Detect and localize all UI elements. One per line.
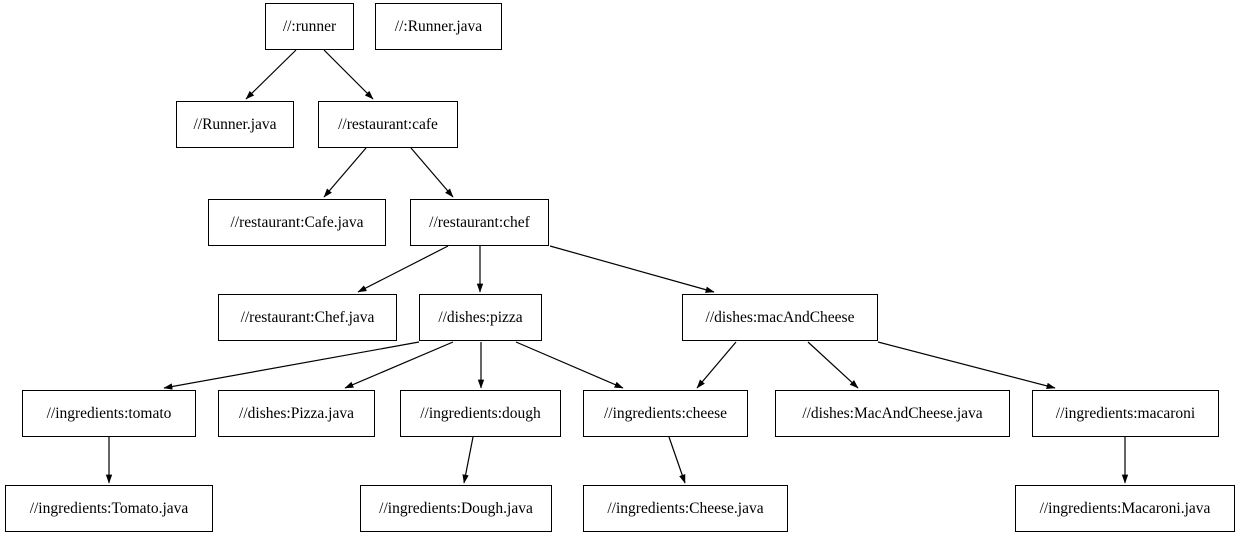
graph-node-mac_java[interactable]: //dishes:MacAndCheese.java (775, 390, 1010, 437)
graph-node-label: //Runner.java (193, 115, 277, 133)
graph-node-label: //restaurant:Cafe.java (230, 213, 364, 231)
graph-node-label: //:Runner.java (394, 17, 483, 35)
graph-node-label: //dishes:MacAndCheese.java (802, 404, 983, 422)
graph-edge (549, 245, 715, 293)
graph-node-label: //ingredients:Macaroni.java (1039, 499, 1211, 517)
graph-edge (877, 341, 1056, 389)
graph-node-cafe_java[interactable]: //restaurant:Cafe.java (208, 199, 386, 246)
graph-node-label: //ingredients:tomato (46, 404, 172, 422)
graph-node-dishes_pizza[interactable]: //dishes:pizza (419, 294, 542, 341)
graph-edge (807, 341, 859, 389)
graph-node-label: //dishes:macAndCheese (705, 308, 855, 326)
graph-node-restaurant_chef[interactable]: //restaurant:chef (410, 199, 549, 246)
graph-edges (105, 49, 1129, 484)
graph-node-label: //ingredients:macaroni (1055, 404, 1196, 422)
graph-node-dishes_mac[interactable]: //dishes:macAndCheese (682, 294, 878, 341)
graph-edge (344, 341, 454, 389)
graph-edge (245, 49, 297, 100)
graph-node-runner[interactable]: //:runner (265, 3, 354, 50)
graph-edge (323, 49, 374, 100)
graph-node-label: //ingredients:dough (420, 404, 541, 422)
graph-node-runner_java[interactable]: //Runner.java (176, 101, 294, 148)
graph-node-ing_dough[interactable]: //ingredients:dough (400, 390, 561, 437)
graph-node-restaurant_cafe[interactable]: //restaurant:cafe (318, 101, 458, 148)
graph-node-pizza_java[interactable]: //dishes:Pizza.java (218, 390, 375, 437)
graph-node-label: //:runner (282, 17, 337, 35)
graph-node-ing_tomato[interactable]: //ingredients:tomato (22, 390, 196, 437)
graph-node-label: //restaurant:Chef.java (240, 308, 375, 326)
graph-node-label: //restaurant:cafe (338, 115, 438, 133)
graph-edge (323, 147, 367, 198)
graph-node-macaroni_java[interactable]: //ingredients:Macaroni.java (1015, 485, 1235, 532)
graph-node-label: //ingredients:Cheese.java (607, 499, 764, 517)
graph-node-label: //ingredients:Tomato.java (29, 499, 189, 517)
graph-edge (696, 341, 737, 389)
graph-node-label: //ingredients:Dough.java (379, 499, 533, 517)
graph-node-runner_java_root[interactable]: //:Runner.java (375, 3, 502, 50)
graph-edge (357, 245, 449, 293)
graph-node-cheese_java[interactable]: //ingredients:Cheese.java (583, 485, 788, 532)
graph-node-ing_cheese[interactable]: //ingredients:cheese (583, 390, 748, 437)
graph-node-dough_java[interactable]: //ingredients:Dough.java (360, 485, 552, 532)
graph-node-label: //restaurant:chef (429, 213, 530, 231)
graph-node-ing_macaroni[interactable]: //ingredients:macaroni (1032, 390, 1219, 437)
graph-edge (410, 147, 454, 198)
graph-edge (163, 341, 420, 390)
graph-edge (668, 436, 686, 484)
graph-node-tomato_java[interactable]: //ingredients:Tomato.java (5, 485, 213, 532)
graph-edge (462, 436, 474, 484)
graph-node-label: //dishes:pizza (438, 308, 523, 326)
graph-node-label: //ingredients:cheese (603, 404, 728, 422)
graph-node-chef_java[interactable]: //restaurant:Chef.java (218, 294, 397, 341)
graph-edge (515, 341, 624, 389)
graph-node-label: //dishes:Pizza.java (239, 404, 354, 422)
